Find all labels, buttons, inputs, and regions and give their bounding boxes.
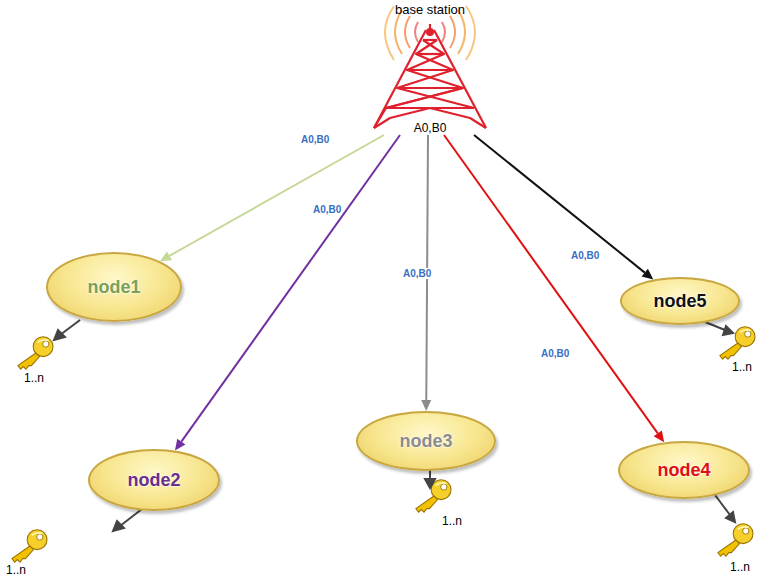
signal-arrow — [160, 135, 384, 261]
node-ellipse: node4 — [618, 441, 750, 499]
edge-label: A0,B0 — [540, 348, 570, 359]
node-ellipse: node3 — [356, 411, 496, 471]
node-ellipse: node2 — [88, 449, 220, 511]
station-params: A0,B0 — [365, 121, 495, 135]
signal-arrow — [474, 135, 653, 280]
key-range: 1..n — [442, 514, 462, 528]
node-ellipse: node1 — [46, 252, 182, 322]
edge-label: A0,B0 — [570, 250, 600, 261]
station-title: base station — [365, 2, 495, 17]
node-name: node2 — [127, 470, 180, 491]
base-station: base stationA0,B0 — [365, 2, 495, 135]
edge-label: A0,B0 — [300, 134, 330, 145]
key-range: 1..n — [732, 360, 752, 374]
edge-label: A0,B0 — [312, 204, 342, 215]
node-name: node4 — [657, 460, 710, 481]
node-ellipse: node5 — [620, 277, 740, 325]
node-name: node5 — [653, 291, 706, 312]
key-range: 1..n — [730, 560, 750, 574]
edge-label: A0,B0 — [402, 268, 432, 279]
node-name: node3 — [399, 431, 452, 452]
signal-arrow — [175, 135, 400, 451]
key-range: 1..n — [24, 371, 44, 385]
node-name: node1 — [87, 277, 140, 298]
key-range: 1..n — [6, 563, 26, 577]
